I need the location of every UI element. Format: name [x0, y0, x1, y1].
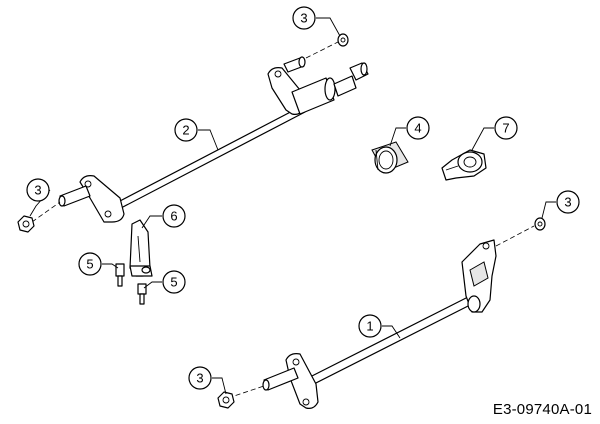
callout-3-left: 3 [26, 178, 50, 202]
callout-5-lower: 5 [162, 270, 186, 294]
diagram-reference-code: E3-09740A-01 [492, 401, 592, 418]
callout-2: 2 [174, 118, 198, 142]
callout-1: 1 [358, 314, 382, 338]
svg-text:5: 5 [170, 275, 177, 290]
callout-4: 4 [406, 116, 430, 140]
clamp-part-7 [441, 149, 487, 181]
nut-part-3-left [17, 215, 35, 233]
svg-text:3: 3 [196, 371, 203, 386]
upper-axle-part-2 [58, 56, 369, 223]
callout-3-right: 3 [556, 190, 580, 214]
callout-3-top: 3 [292, 6, 316, 30]
svg-text:3: 3 [300, 11, 307, 26]
bracket-part-6 [129, 219, 153, 277]
washer-part-3-right [534, 217, 546, 231]
washer-part-3-top [337, 33, 349, 47]
callout-5-upper: 5 [78, 252, 102, 276]
screw-part-5-lower [137, 283, 147, 305]
callout-3-bottom: 3 [188, 366, 212, 390]
svg-text:3: 3 [34, 183, 41, 198]
svg-text:7: 7 [502, 121, 509, 136]
callout-6: 6 [162, 204, 186, 228]
callout-7: 7 [494, 116, 518, 140]
svg-text:5: 5 [86, 257, 93, 272]
svg-text:6: 6 [170, 209, 177, 224]
svg-text:1: 1 [366, 319, 373, 334]
svg-text:2: 2 [182, 123, 189, 138]
svg-text:3: 3 [564, 195, 571, 210]
svg-text:4: 4 [414, 121, 421, 136]
lower-axle-part-1 [262, 239, 497, 409]
leader-lines [29, 17, 556, 395]
screw-part-5-upper [115, 263, 125, 287]
bushing-part-4 [371, 141, 409, 174]
nut-part-3-bottom [217, 391, 235, 409]
